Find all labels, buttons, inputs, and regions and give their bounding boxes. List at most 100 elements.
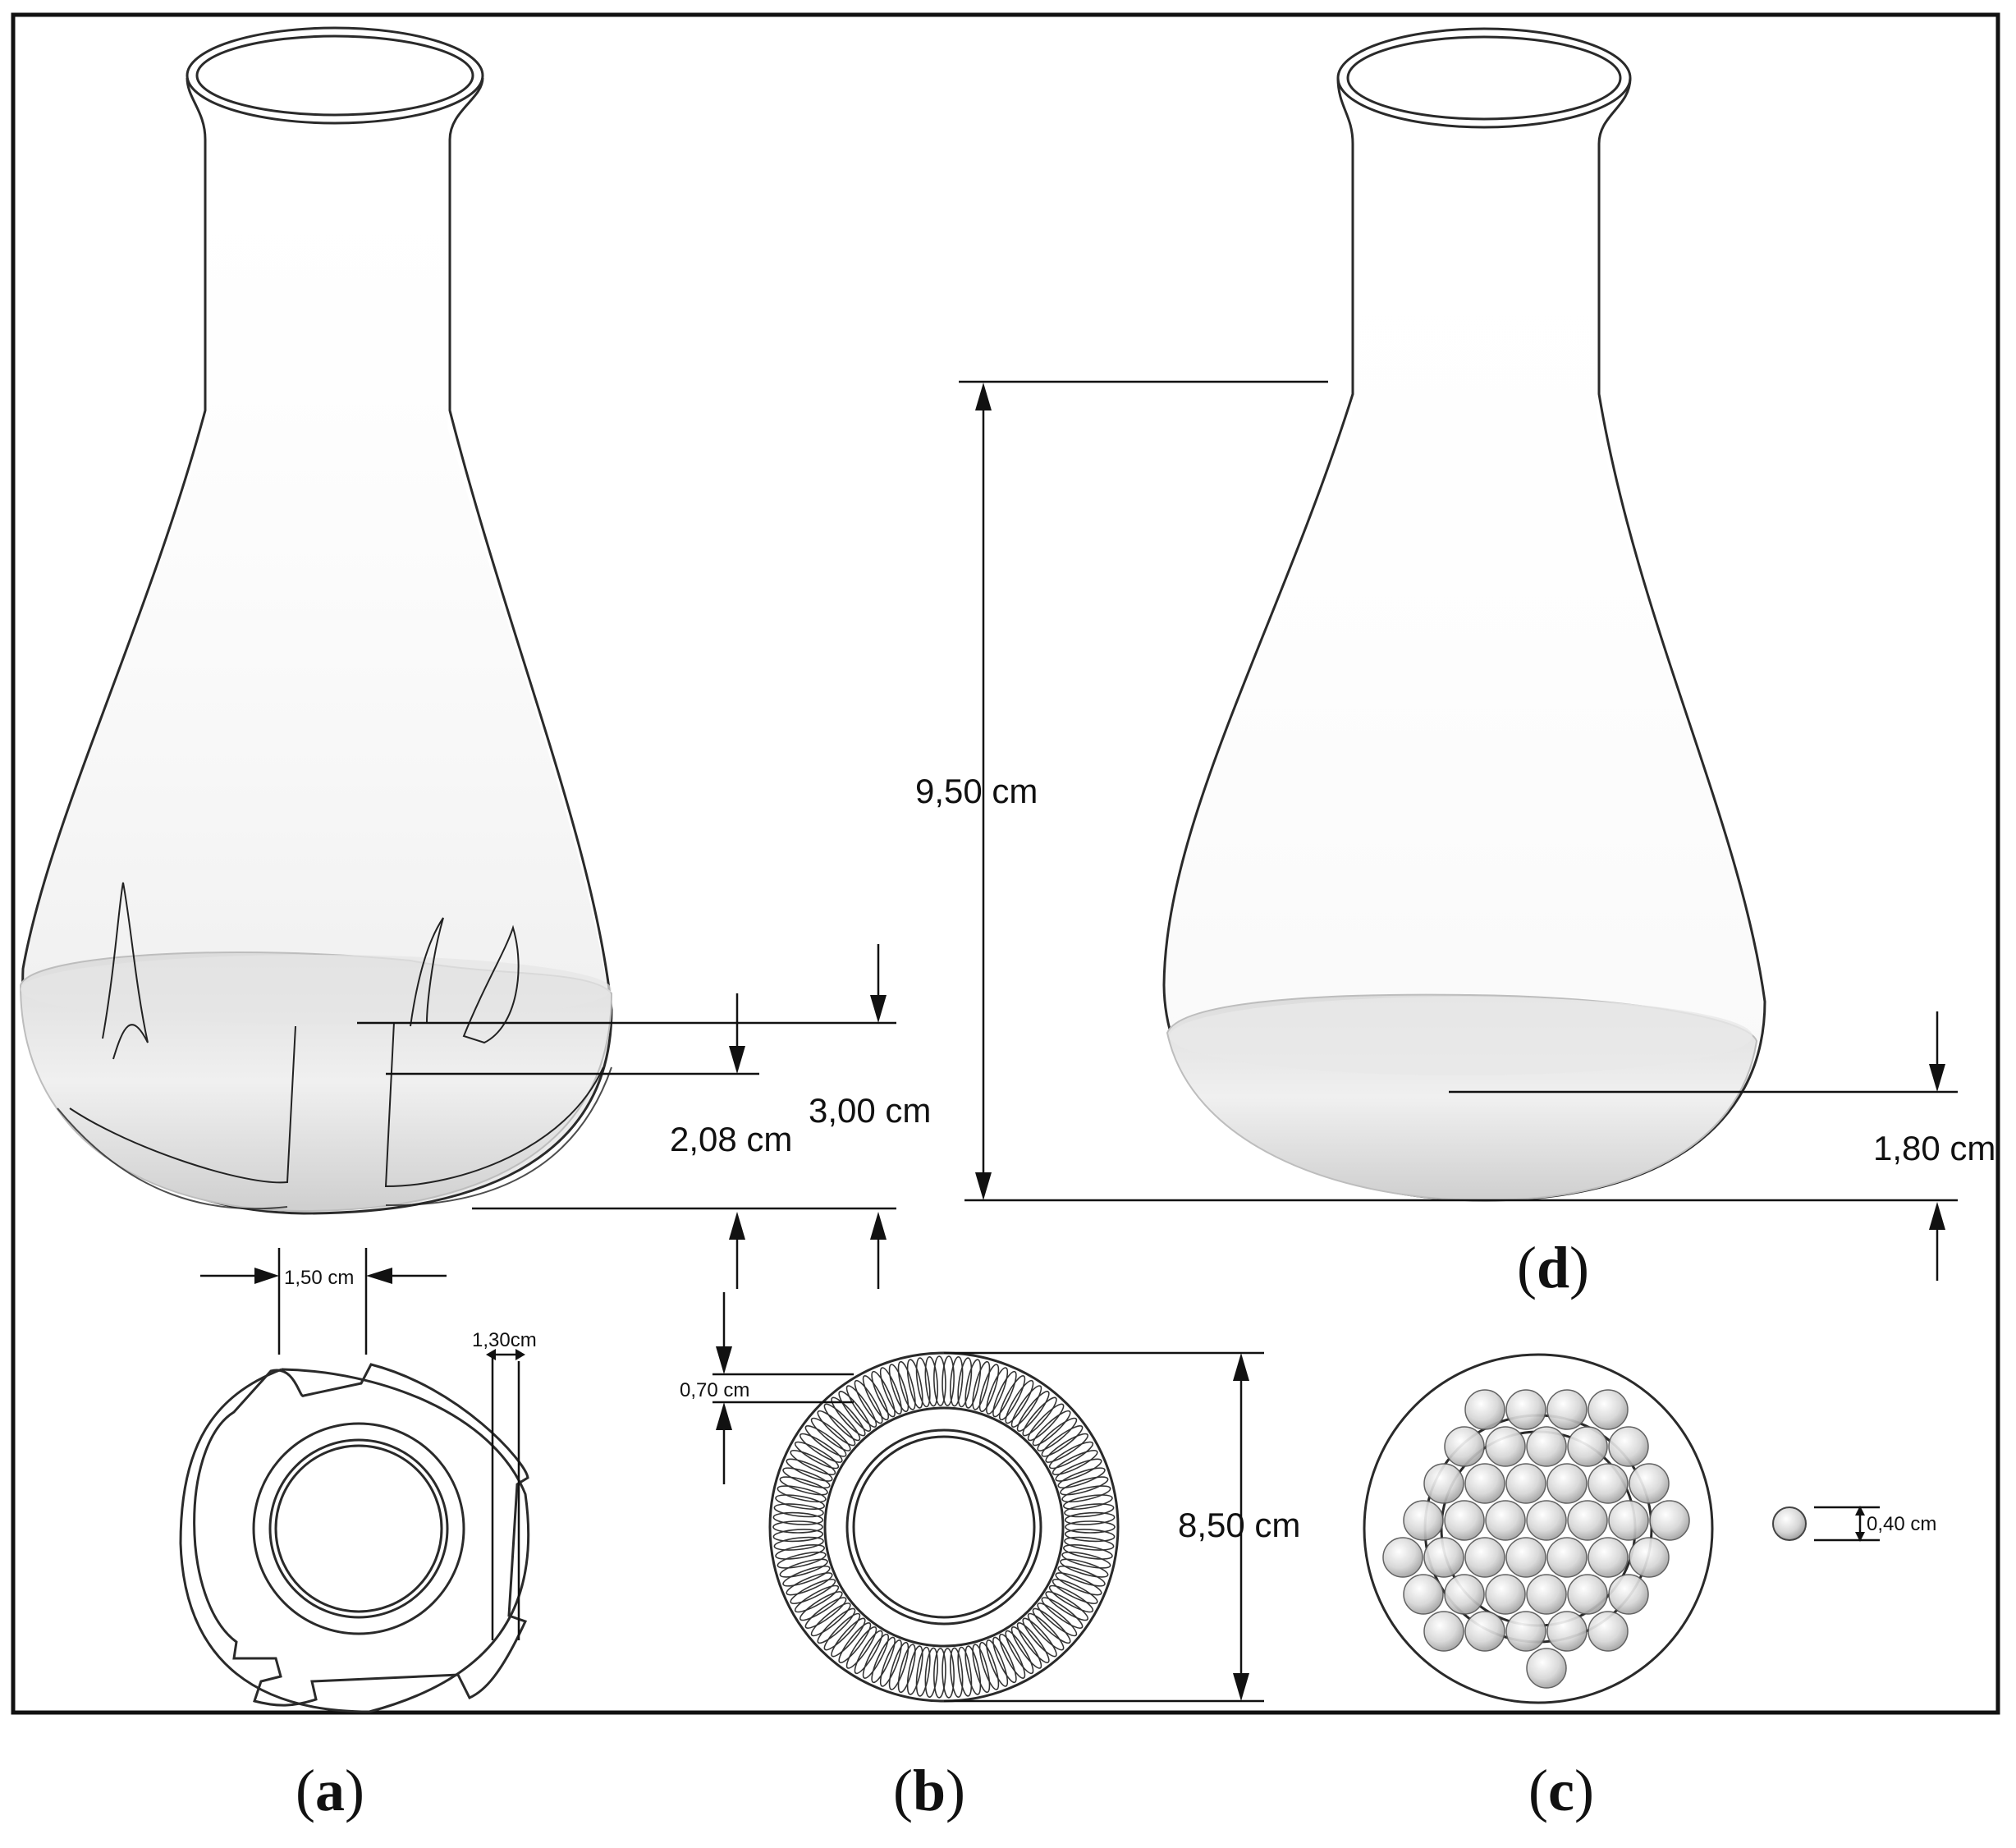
glass-bead [1546, 1389, 1588, 1430]
spring-loop [915, 1646, 931, 1697]
glass-bead [1588, 1537, 1629, 1578]
glass-bead [1464, 1611, 1505, 1652]
panel-label-b: (b) [893, 1758, 965, 1823]
glass-bead [1444, 1426, 1485, 1467]
baffled-flask-dimensions: 3,00 cm 2,08 cm [357, 944, 931, 1289]
spring-loop [986, 1367, 1009, 1415]
spring-loop [1064, 1503, 1115, 1518]
glass-beads [1382, 1389, 1690, 1689]
baffle-4 [69, 1025, 296, 1184]
spring-loop [998, 1375, 1026, 1421]
glass-bead [1444, 1574, 1485, 1615]
spring-loop [933, 1648, 946, 1699]
spring-loop [804, 1597, 847, 1629]
glass-bead [1567, 1574, 1608, 1615]
spring-loop [1055, 1458, 1102, 1482]
spring-loop [1045, 1433, 1089, 1463]
liquid-height-label-right: 1,80 cm [1873, 1129, 1995, 1167]
spring-loop [786, 1458, 833, 1482]
spring-loop [845, 1385, 877, 1428]
spring-loop [1027, 1403, 1065, 1442]
spring-loop [924, 1356, 939, 1407]
spring-loop [1061, 1485, 1111, 1503]
bead-diameter-label: 0,40 cm [1867, 1513, 1936, 1535]
spring-loop [924, 1647, 939, 1698]
plain-flask-rim [1336, 27, 1632, 129]
baffle-height-label: 2,08 cm [670, 1120, 792, 1158]
spring-loop [1022, 1617, 1057, 1658]
glass-bead [1608, 1500, 1649, 1541]
spring-loop [972, 1644, 991, 1694]
spring-loop [879, 1367, 902, 1415]
spring-loop [1010, 1385, 1042, 1428]
spring-loop [1022, 1396, 1057, 1437]
spring-loop [1005, 1630, 1034, 1675]
spring-loop [790, 1450, 836, 1475]
spring-loop [1037, 1417, 1078, 1451]
spring-loop [986, 1639, 1009, 1687]
spring-loop [810, 1417, 851, 1451]
glass-bead [1526, 1500, 1567, 1541]
liquid-height-label-left: 3,00 cm [809, 1091, 931, 1130]
spring-width-label: 0,70 cm [680, 1379, 749, 1401]
baffled-outline [193, 1363, 529, 1707]
spring-loop [1063, 1544, 1113, 1560]
panel-c-top-view: 0,40 cm [1363, 1353, 1936, 1704]
glass-bead [1485, 1574, 1526, 1615]
spring-loop [1052, 1450, 1098, 1475]
spring-loop [854, 1379, 883, 1424]
spring-coil [772, 1355, 1116, 1699]
panel-label-d: (d) [1517, 1235, 1589, 1300]
glass-bead [1444, 1500, 1485, 1541]
spring-loop [964, 1645, 982, 1695]
glass-bead [1629, 1537, 1670, 1578]
glass-bead [1485, 1500, 1526, 1541]
spring-loop [978, 1364, 1000, 1413]
spring-loop [897, 1360, 916, 1410]
spring-loop [1060, 1476, 1109, 1496]
spring-loop [1064, 1536, 1115, 1551]
spring-loop [773, 1536, 824, 1551]
plain-flask [1162, 27, 1766, 1202]
glass-bead [1649, 1500, 1690, 1541]
flask-diameter-label: 8,50 cm [1178, 1506, 1300, 1544]
spring-loop [823, 1403, 861, 1442]
spring-loop [1010, 1626, 1042, 1669]
spring-loop [897, 1644, 916, 1694]
spring-loop [942, 1355, 955, 1406]
glass-bead [1505, 1537, 1546, 1578]
panel-label-a: (a) [296, 1758, 364, 1823]
spring-loop [1061, 1551, 1111, 1569]
spring-loop [1005, 1379, 1034, 1424]
spring-loop [779, 1476, 828, 1496]
spring-loop [871, 1370, 896, 1418]
spring-loop [790, 1579, 836, 1604]
spring-loop [862, 1633, 890, 1679]
panel-a-top-view: 1,50 cm 1,30cm [179, 1248, 537, 1713]
glass-bead [1546, 1537, 1588, 1578]
spring-loop [992, 1370, 1017, 1418]
spring-loop [1057, 1565, 1106, 1587]
spring-loop [906, 1645, 923, 1695]
glass-bead [1464, 1463, 1505, 1504]
spring-loop [862, 1375, 890, 1421]
glass-bead [1546, 1611, 1588, 1652]
spring-loop [1032, 1607, 1071, 1644]
glass-bead [1464, 1389, 1505, 1430]
glass-bead [1629, 1463, 1670, 1504]
spring-loop [1052, 1579, 1098, 1604]
spring-loop [933, 1355, 946, 1406]
spring-loop [1041, 1597, 1084, 1629]
spring-loop [879, 1639, 902, 1687]
baffle-depth-label: 1,30cm [472, 1329, 537, 1351]
spring-loop [775, 1494, 825, 1510]
spring-loop [1064, 1529, 1116, 1543]
spring-loop [782, 1467, 831, 1489]
spring-loop [777, 1551, 827, 1569]
glass-bead [1567, 1500, 1608, 1541]
figure-frame [11, 12, 2000, 1715]
spring-loop [775, 1544, 825, 1560]
glass-bead [1546, 1463, 1588, 1504]
spring-loop [906, 1359, 923, 1409]
